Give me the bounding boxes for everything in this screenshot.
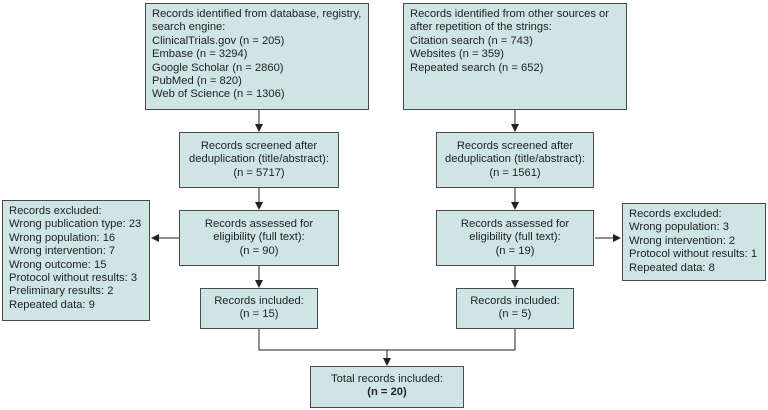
right-identification-line: Websites (n = 359) [410, 48, 505, 61]
right-excluded-line: Protocol without results: 1 [629, 248, 758, 261]
right-screened-box: Records screened after deduplication (ti… [436, 132, 594, 188]
left-identification-line: Google Scholar (n = 2860) [152, 61, 284, 74]
total-included-count: (n = 20) [367, 386, 407, 399]
left-excluded-box: Records excluded: Wrong publication type… [2, 200, 150, 321]
left-excluded-line: Wrong outcome: 15 [9, 258, 107, 271]
left-identification-line: PubMed (n = 820) [152, 75, 242, 88]
left-identification-box: Records identified from database, regist… [145, 3, 369, 110]
right-included-line: (n = 5) [498, 308, 532, 321]
left-screened-line: deduplication (title/abstract): [189, 153, 329, 166]
left-excluded-line: Wrong publication type: 23 [9, 218, 142, 231]
right-assessed-box: Records assessed for eligibility (full t… [436, 210, 594, 266]
right-identification-line: Records identified from other sources or [410, 8, 609, 20]
left-excluded-line: Protocol without results: 3 [9, 272, 138, 285]
left-assessed-line: Records assessed for [204, 218, 314, 230]
right-screened-line: deduplication (title/abstract): [445, 153, 585, 166]
left-excluded-line: Records excluded: [9, 205, 102, 217]
left-excluded-line: Repeated data: 9 [9, 298, 95, 311]
right-identification-line: Citation search (n = 743) [410, 34, 533, 47]
right-identification-line: Repeated search (n = 652) [410, 61, 544, 74]
right-identification-line: after repetition of the strings: [410, 21, 552, 34]
left-assessed-box: Records assessed for eligibility (full t… [179, 210, 339, 266]
total-included-label: Total records included: [331, 373, 443, 385]
left-assessed-line: (n = 90) [239, 244, 279, 257]
left-excluded-line: Preliminary results: 2 [9, 285, 114, 298]
right-excluded-line: Wrong population: 3 [629, 221, 729, 234]
left-excluded-line: Wrong intervention: 7 [9, 245, 116, 258]
right-assessed-line: eligibility (full text): [469, 231, 561, 244]
right-included-line: Records included: [470, 295, 560, 307]
left-assessed-line: eligibility (full text): [213, 231, 305, 244]
right-assessed-line: (n = 19) [495, 244, 535, 257]
left-included-line: (n = 15) [239, 308, 279, 321]
left-excluded-line: Wrong population: 16 [9, 231, 116, 244]
merge-connector [258, 329, 516, 351]
left-identification-line: Embase (n = 3294) [152, 48, 248, 61]
left-screened-box: Records screened after deduplication (ti… [179, 132, 339, 188]
right-assessed-line: Records assessed for [460, 218, 570, 230]
left-identification-line: ClinicalTrials.gov (n = 205) [152, 34, 285, 47]
left-identification-line: Records identified from database, regist… [152, 8, 362, 20]
left-identification-line: Web of Science (n = 1306) [152, 88, 285, 101]
right-excluded-line: Repeated data: 8 [629, 261, 715, 274]
total-included-box: Total records included: (n = 20) [310, 366, 464, 408]
right-excluded-line: Wrong intervention: 2 [629, 234, 736, 247]
right-excluded-line: Records excluded: [629, 208, 722, 220]
left-screened-line: Records screened after [200, 140, 318, 152]
left-included-line: Records included: [214, 295, 304, 307]
left-included-box: Records included: (n = 15) [200, 288, 318, 329]
right-screened-line: Records screened after [456, 140, 574, 152]
left-identification-line: search engine: [152, 21, 226, 34]
left-screened-line: (n = 5717) [233, 166, 285, 179]
right-excluded-box: Records excluded: Wrong population: 3 Wr… [622, 203, 766, 281]
right-identification-box: Records identified from other sources or… [403, 3, 627, 110]
right-screened-line: (n = 1561) [489, 166, 541, 179]
right-included-box: Records included: (n = 5) [456, 288, 574, 329]
